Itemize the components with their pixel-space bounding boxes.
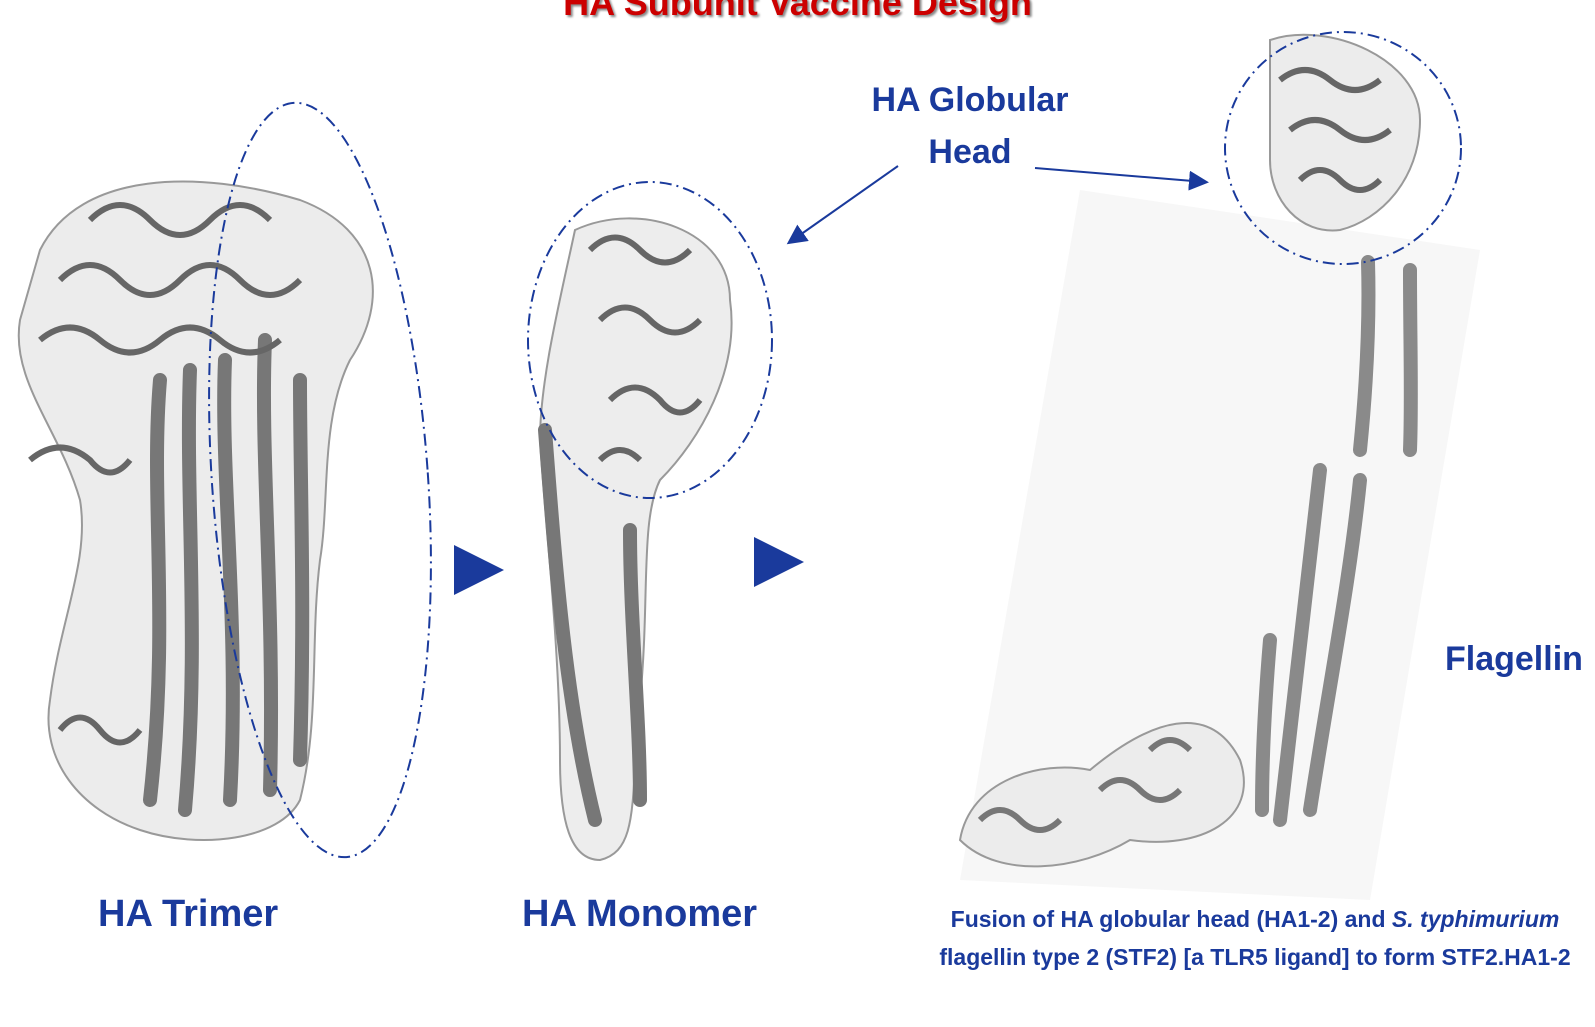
caption-part2: flagellin type 2 (STF2) [a TLR5 ligand] …	[939, 944, 1570, 970]
ha-trimer-structure	[19, 182, 373, 840]
globular-head-label: HA Globular Head	[850, 74, 1090, 178]
globular-head-label-line2: Head	[850, 126, 1090, 178]
flagellin-label: Flagellin	[1445, 640, 1583, 679]
trimer-label: HA Trimer	[98, 893, 278, 936]
ha-monomer-structure	[540, 218, 732, 860]
globular-head-label-line1: HA Globular	[850, 74, 1090, 126]
caption-italic: S. typhimurium	[1392, 906, 1559, 932]
monomer-label: HA Monomer	[522, 893, 757, 936]
caption-part1: Fusion of HA globular head (HA1-2) and	[951, 906, 1392, 932]
fusion-caption: Fusion of HA globular head (HA1-2) and S…	[930, 900, 1580, 976]
